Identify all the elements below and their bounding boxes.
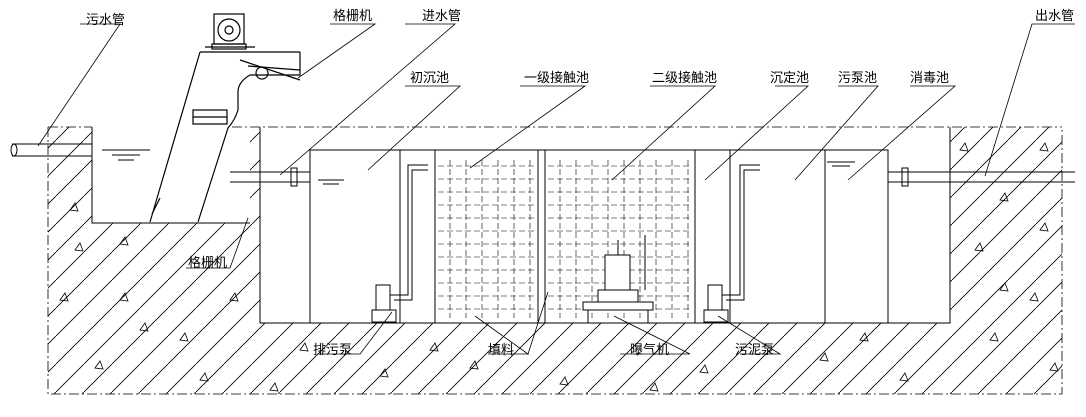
discharge-pump <box>371 164 428 323</box>
label-aerator: 曝气机 <box>630 343 670 358</box>
outlet-pipe <box>888 167 1075 187</box>
label-sewage-pipe: 污水管 <box>86 13 126 28</box>
label-grille-side: 格栅机 <box>188 256 228 271</box>
sewage-pipe <box>10 143 92 157</box>
sludge-pump <box>703 164 760 323</box>
left-water-level <box>102 149 150 161</box>
label-filler: 填料 <box>488 343 515 358</box>
site-boundary <box>47 126 1063 395</box>
label-disinfection: 消毒池 <box>910 71 950 86</box>
gravel-marks <box>59 142 1059 392</box>
filler-grid-1 <box>438 160 536 318</box>
label-grille-top: 格栅机 <box>333 9 373 24</box>
label-settling: 沉定池 <box>770 71 810 86</box>
label-outlet-pipe: 出水管 <box>1035 9 1075 24</box>
ground-hatch <box>48 127 1062 394</box>
label-primary-settling: 初沉池 <box>410 71 450 86</box>
label-pump-tank: 污泵池 <box>838 71 878 86</box>
label-sludge-pump: 污泥泵 <box>735 343 775 358</box>
label-contact-1: 一级接触池 <box>524 71 590 86</box>
tank-water-levels <box>318 161 855 185</box>
grille-machine <box>149 13 301 223</box>
label-inlet-pipe: 进水管 <box>422 9 462 24</box>
tank-set <box>309 149 889 324</box>
aerator <box>582 235 654 323</box>
leader-lines <box>37 23 1075 355</box>
label-discharge-pump: 排污泵 <box>313 343 353 358</box>
label-contact-2: 二级接触池 <box>652 71 718 86</box>
inlet-pipe <box>230 167 310 187</box>
